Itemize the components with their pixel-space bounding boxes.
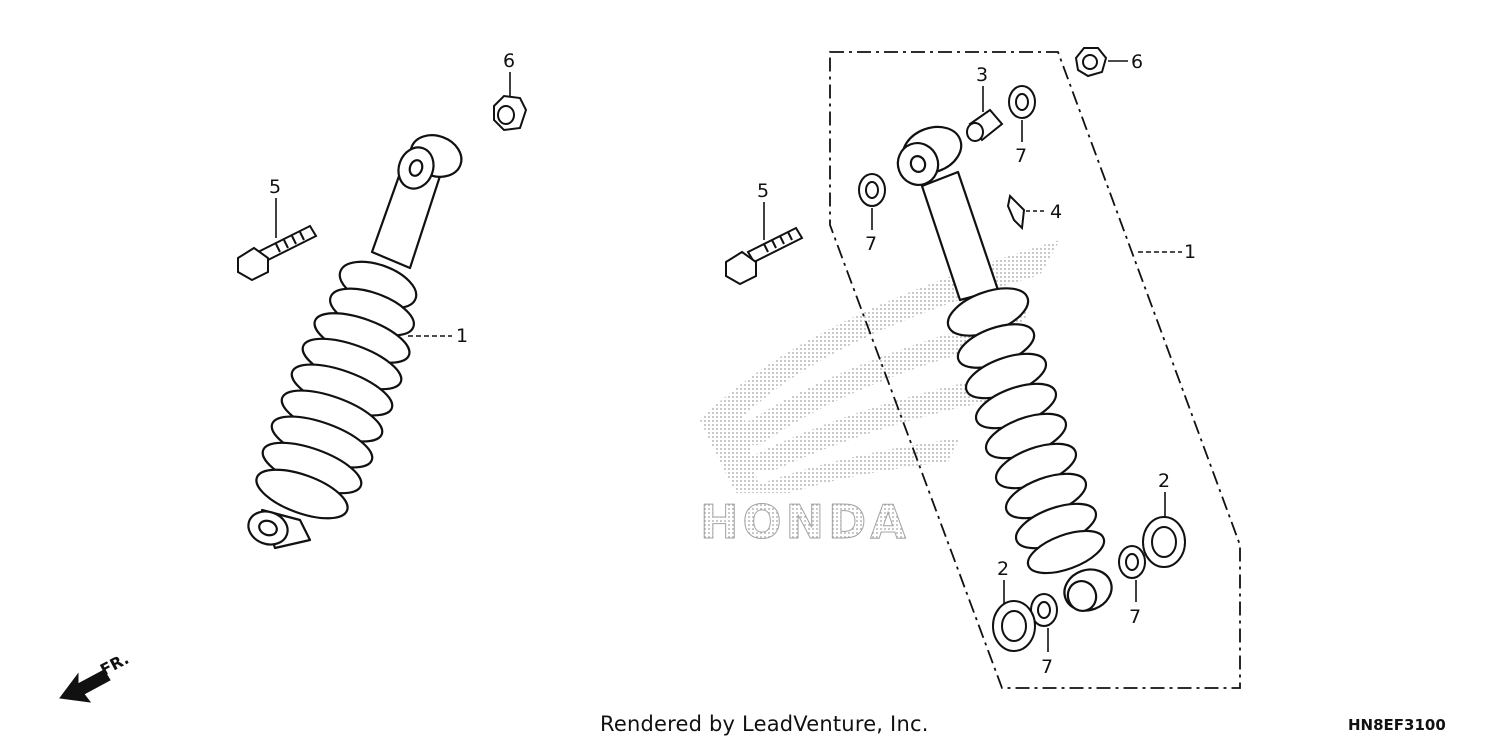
left-shock-absorber (247, 134, 463, 550)
bushing-bottom-right (1118, 545, 1146, 579)
bushing-top-left (858, 173, 886, 207)
front-arrow-icon (59, 669, 111, 703)
assembly-boundary (829, 51, 1241, 689)
credit-text: Rendered by LeadVenture, Inc. (600, 712, 929, 736)
callout-seal-lower-right: 2 (1158, 470, 1170, 492)
collar (966, 108, 1004, 142)
left-bolt (237, 224, 318, 282)
right-nut (1074, 47, 1108, 78)
right-shock-absorber (896, 125, 1113, 612)
callout-bushing-bottom-left: 7 (1041, 656, 1053, 678)
watermark-text: HONDA (700, 495, 910, 549)
callout-clip: 4 (1050, 201, 1062, 223)
callout-right-shock-assembly: 1 (1184, 241, 1196, 263)
footer: Rendered by LeadVenture, Inc. HN8EF3100 (0, 708, 1500, 742)
bushing-top-right (1008, 85, 1036, 119)
callout-collar: 3 (976, 64, 988, 86)
callout-bushing-top-left: 7 (865, 233, 877, 255)
front-direction-indicator: FR. (59, 649, 132, 703)
callout-left-bolt: 5 (269, 176, 281, 198)
callout-right-bolt: 5 (757, 180, 769, 202)
callout-bushing-bottom-right: 7 (1129, 606, 1141, 628)
callout-left-nut: 6 (503, 50, 515, 72)
callout-bushing-top-right: 7 (1015, 145, 1027, 167)
seal-lower-left (992, 600, 1036, 652)
callout-left-shock-absorber: 1 (456, 325, 468, 347)
callout-right-nut: 6 (1131, 51, 1143, 73)
bushing-bottom-left (1030, 593, 1058, 627)
right-bolt (725, 226, 804, 286)
callout-seal-lower-left: 2 (997, 558, 1009, 580)
diagram-code: HN8EF3100 (1348, 716, 1446, 734)
left-nut (493, 94, 528, 132)
seal-lower-right (1142, 516, 1186, 568)
clip (1006, 193, 1026, 231)
